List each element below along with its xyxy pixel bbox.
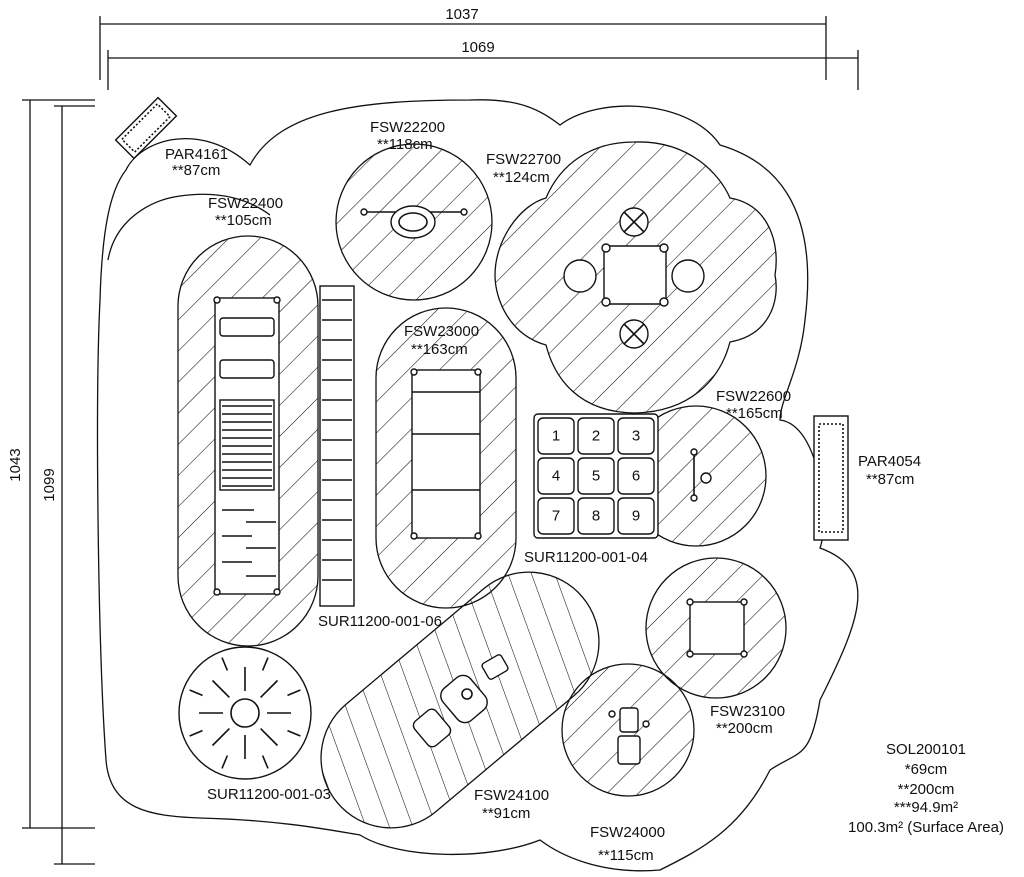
summary-line2: **200cm xyxy=(898,781,955,798)
label-fsw23100-code: FSW23100 xyxy=(710,703,785,720)
inner-boundary xyxy=(107,193,271,261)
label-fsw22200-clearance: **118cm xyxy=(377,136,433,153)
label-fsw23000-code: FSW23000 xyxy=(404,323,479,340)
hopscotch-number: 3 xyxy=(632,428,640,445)
carousel-spoke xyxy=(287,729,301,737)
spring-rider xyxy=(412,654,509,748)
label-fsw22400-clearance: **105cm xyxy=(215,212,272,229)
carousel-spoke xyxy=(221,755,229,769)
label-fsw22700-clearance: **124cm xyxy=(493,169,550,186)
carousel-spoke xyxy=(260,728,279,747)
label-fsw24000-code: FSW24000 xyxy=(590,824,665,841)
label-fsw22600-code: FSW22600 xyxy=(716,388,791,405)
label-fsw23000-clearance: **163cm xyxy=(411,341,468,358)
carousel-spoke xyxy=(260,679,279,698)
summary-line3: ***94.9m² xyxy=(894,799,958,816)
zone-fsw22400 xyxy=(177,235,319,647)
width-outer-label: 1069 xyxy=(461,39,494,56)
surface-sur11200-001-04: 1 2 3 4 5 6 7 8 9 xyxy=(533,413,659,539)
bench-par4161 xyxy=(114,96,178,160)
carousel-spoke xyxy=(287,689,301,697)
label-fsw24000-clearance: **115cm xyxy=(598,847,654,864)
surface-sur11200-001-03 xyxy=(178,646,312,780)
hopscotch-number: 9 xyxy=(632,508,640,525)
zone-fsw23000 xyxy=(375,307,517,609)
hopscotch-cell xyxy=(577,497,615,535)
label-par4161-clearance: **87cm xyxy=(172,162,220,179)
zone-fsw22700 xyxy=(494,141,777,414)
label-fsw24100-code: FSW24100 xyxy=(474,787,549,804)
hopscotch-number: 5 xyxy=(592,468,600,485)
dimension-lines xyxy=(22,16,859,865)
surface-boundary xyxy=(96,99,859,872)
bench-par4054 xyxy=(813,415,849,541)
carousel-spoke xyxy=(189,689,203,697)
label-fsw24100-clearance: **91cm xyxy=(482,805,530,822)
label-par4054-clearance: **87cm xyxy=(866,471,914,488)
hopscotch-cell xyxy=(577,417,615,455)
label-fsw22600-clearance: **165cm xyxy=(726,405,783,422)
hopscotch-cell xyxy=(617,417,655,455)
carousel-spoke xyxy=(261,755,269,769)
hopscotch-cell xyxy=(537,497,575,535)
label-par4054-code: PAR4054 xyxy=(858,453,921,470)
height-inner-label: 1043 xyxy=(7,448,24,481)
carousel-spoke xyxy=(211,728,230,747)
hopscotch-number: 7 xyxy=(552,508,560,525)
hopscotch-cell xyxy=(537,417,575,455)
hopscotch-cell xyxy=(617,457,655,495)
label-fsw22400-code: FSW22400 xyxy=(208,195,283,212)
hopscotch-number: 4 xyxy=(552,468,560,485)
summary-code: SOL200101 xyxy=(886,741,966,758)
hopscotch-number: 2 xyxy=(592,428,600,445)
carousel-spoke xyxy=(189,729,203,737)
zone-fsw22600 xyxy=(625,405,767,547)
label-fsw22700-code: FSW22700 xyxy=(486,151,561,168)
hopscotch-number: 8 xyxy=(592,508,600,525)
hopscotch-number: 1 xyxy=(552,428,560,445)
label-par4161-code: PAR4161 xyxy=(165,146,228,163)
carousel-spoke xyxy=(261,657,269,671)
label-fsw22200-code: FSW22200 xyxy=(370,119,445,136)
carousel-spoke xyxy=(221,657,229,671)
carousel-spoke xyxy=(211,679,230,698)
label-sur-06: SUR11200-001-06 xyxy=(318,613,442,630)
zone-fsw24000 xyxy=(561,663,695,797)
hopscotch-number: 6 xyxy=(632,468,640,485)
hopscotch-cell xyxy=(537,457,575,495)
hopscotch-cell xyxy=(577,457,615,495)
surface-sur11200-001-06 xyxy=(319,285,355,607)
label-sur-03: SUR11200-001-03 xyxy=(207,786,331,803)
width-inner-label: 1037 xyxy=(445,6,478,23)
label-sur-04: SUR11200-001-04 xyxy=(524,549,648,566)
height-outer-label: 1099 xyxy=(41,468,58,501)
zone-fsw23100 xyxy=(645,557,787,699)
summary-line1: *69cm xyxy=(905,761,948,778)
zone-fsw22200 xyxy=(335,143,493,301)
label-fsw23100-clearance: **200cm xyxy=(716,720,773,737)
summary-line4: 100.3m² (Surface Area) xyxy=(848,819,1004,836)
hopscotch-cell xyxy=(617,497,655,535)
